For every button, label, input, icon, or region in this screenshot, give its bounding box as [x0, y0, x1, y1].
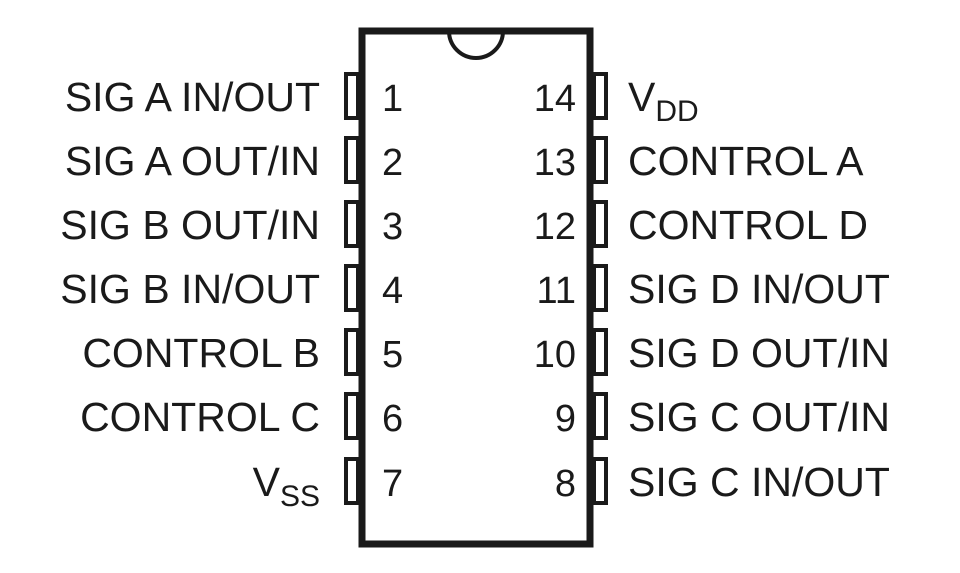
pin-10-label: SIG D OUT/IN	[628, 330, 890, 376]
pin-7-label: VSS	[253, 459, 320, 513]
pin-1-label-text: SIG A IN/OUT	[65, 74, 320, 120]
pin-1-number: 1	[382, 78, 403, 120]
pin-5-number: 5	[382, 334, 403, 376]
pin-14-label-subscript: DD	[655, 95, 698, 128]
pin-2-label-text: SIG A OUT/IN	[65, 138, 320, 184]
pin-12-number: 12	[534, 206, 576, 248]
pin-10-lead	[592, 328, 608, 376]
pin-13-number: 13	[534, 142, 576, 184]
pin-14-lead	[592, 72, 608, 120]
pin-6-label-text: CONTROL C	[80, 394, 320, 440]
pin-8-label: SIG C IN/OUT	[628, 459, 890, 505]
pin-7-lead	[344, 457, 360, 505]
pin-12-label: CONTROL D	[628, 202, 868, 248]
pin-11-number: 11	[537, 270, 576, 312]
pin-12-label-text: CONTROL D	[628, 202, 868, 248]
pin-14-label-text: V	[628, 74, 656, 120]
pin-7-number: 7	[382, 463, 403, 505]
pin-9-label-text: SIG C OUT/IN	[628, 394, 890, 440]
pins-layer: 1 SIG A IN/OUT 2 SIG A OUT/IN 3 SIG B OUT/IN 4…	[60, 72, 890, 513]
pin-11-lead	[592, 264, 608, 312]
pin-2-number: 2	[382, 142, 403, 184]
chip-body	[358, 27, 594, 548]
pin-10-number: 10	[534, 334, 576, 376]
pin-6-label: CONTROL C	[80, 394, 320, 440]
pin-5-label-text: CONTROL B	[82, 330, 320, 376]
pin-11-label: SIG D IN/OUT	[628, 266, 890, 312]
pin-1-lead	[344, 72, 360, 120]
pin-7-label-subscript: SS	[280, 480, 320, 513]
pin-2-label: SIG A OUT/IN	[65, 138, 320, 184]
pin-12-lead	[592, 200, 608, 248]
pin-8-lead	[592, 457, 608, 505]
pin-3-lead	[344, 200, 360, 248]
pin-6-number: 6	[382, 398, 403, 440]
pin-3-label: SIG B OUT/IN	[60, 202, 320, 248]
pin-5-lead	[344, 328, 360, 376]
pin-11-label-text: SIG D IN/OUT	[628, 266, 890, 312]
pin-6-lead	[344, 392, 360, 440]
pin-13-lead	[592, 136, 608, 184]
pin-1-label: SIG A IN/OUT	[65, 74, 320, 120]
pin-9-lead	[592, 392, 608, 440]
pin-5-label: CONTROL B	[82, 330, 320, 376]
pin-9-number: 9	[555, 398, 576, 440]
orientation-notch	[447, 30, 505, 60]
pin-13-label-text: CONTROL A	[628, 138, 864, 184]
pin-4-lead	[344, 264, 360, 312]
pin-2-lead	[344, 136, 360, 184]
pin-7-label-text: V	[253, 459, 281, 505]
pin-4-label-text: SIG B IN/OUT	[60, 266, 320, 312]
pin-8-label-text: SIG C IN/OUT	[628, 459, 890, 505]
pin-14-label: VDD	[628, 74, 699, 128]
pin-13-label: CONTROL A	[628, 138, 864, 184]
pin-10-label-text: SIG D OUT/IN	[628, 330, 890, 376]
pin-4-label: SIG B IN/OUT	[60, 266, 320, 312]
pin-14-number: 14	[534, 78, 576, 120]
pin-3-label-text: SIG B OUT/IN	[60, 202, 320, 248]
pin-8-number: 8	[555, 463, 576, 505]
pin-4-number: 4	[382, 270, 403, 312]
pin-9-label: SIG C OUT/IN	[628, 394, 890, 440]
pin-3-number: 3	[382, 206, 403, 248]
